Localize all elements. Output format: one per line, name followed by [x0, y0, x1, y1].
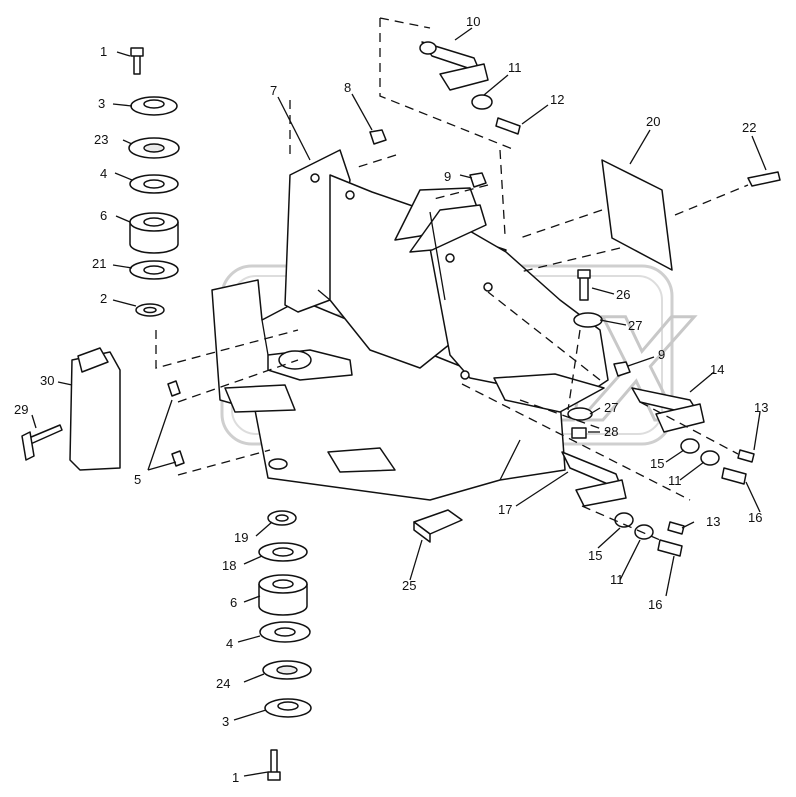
- callout-9-right: 9: [658, 347, 665, 362]
- callout-3-bottom: 3: [222, 714, 229, 729]
- callout-13-upper: 13: [754, 400, 768, 415]
- lower-right-parts: [413, 387, 755, 557]
- frame-assembly: [211, 149, 609, 501]
- callout-30: 30: [40, 373, 54, 388]
- callout-11-mid: 11: [668, 473, 682, 488]
- assembly-lines: [155, 17, 749, 541]
- callout-12: 12: [550, 92, 564, 107]
- callout-19: 19: [234, 530, 248, 545]
- left-parts: [21, 347, 185, 471]
- upper-left-stack: [128, 47, 180, 317]
- leader-lines: [31, 27, 767, 777]
- callout-22: 22: [742, 120, 756, 135]
- callout-11-top: 11: [508, 60, 522, 75]
- callout-4-top: 4: [100, 166, 107, 181]
- callout-15-lower: 15: [588, 548, 602, 563]
- callout-24: 24: [216, 676, 230, 691]
- callout-25: 25: [402, 578, 416, 593]
- callout-29: 29: [14, 402, 28, 417]
- right-parts: [567, 159, 781, 439]
- callout-13-lower: 13: [706, 514, 720, 529]
- callout-6-top: 6: [100, 208, 107, 223]
- top-pin-parts: [369, 41, 521, 188]
- callout-28: 28: [604, 424, 618, 439]
- callout-5: 5: [134, 472, 141, 487]
- callout-4-bottom: 4: [226, 636, 233, 651]
- callout-23: 23: [94, 132, 108, 147]
- callout-20: 20: [646, 114, 660, 129]
- callout-11-lower: 11: [610, 572, 624, 587]
- callout-2: 2: [100, 291, 107, 306]
- callout-18: 18: [222, 558, 236, 573]
- callout-26: 26: [616, 287, 630, 302]
- callout-9-upper: 9: [444, 169, 451, 184]
- lower-stack: [258, 510, 312, 781]
- callout-1-top: 1: [100, 44, 107, 59]
- callout-21: 21: [92, 256, 106, 271]
- callout-1-bottom: 1: [232, 770, 239, 785]
- callout-10: 10: [466, 14, 480, 29]
- callout-27-lower: 27: [604, 400, 618, 415]
- callout-15-upper: 15: [650, 456, 664, 471]
- callout-6-bottom: 6: [230, 595, 237, 610]
- callout-8: 8: [344, 80, 351, 95]
- callout-14: 14: [710, 362, 724, 377]
- callout-7: 7: [270, 83, 277, 98]
- callout-27-upper: 27: [628, 318, 642, 333]
- callout-labels: 1 3 23 4 6 21 2 30 29 5 7 8 10 11 12 9 2…: [14, 14, 768, 785]
- callout-16-lower: 16: [648, 597, 662, 612]
- callout-17: 17: [498, 502, 512, 517]
- callout-16-upper: 16: [748, 510, 762, 525]
- callout-3-top: 3: [98, 96, 105, 111]
